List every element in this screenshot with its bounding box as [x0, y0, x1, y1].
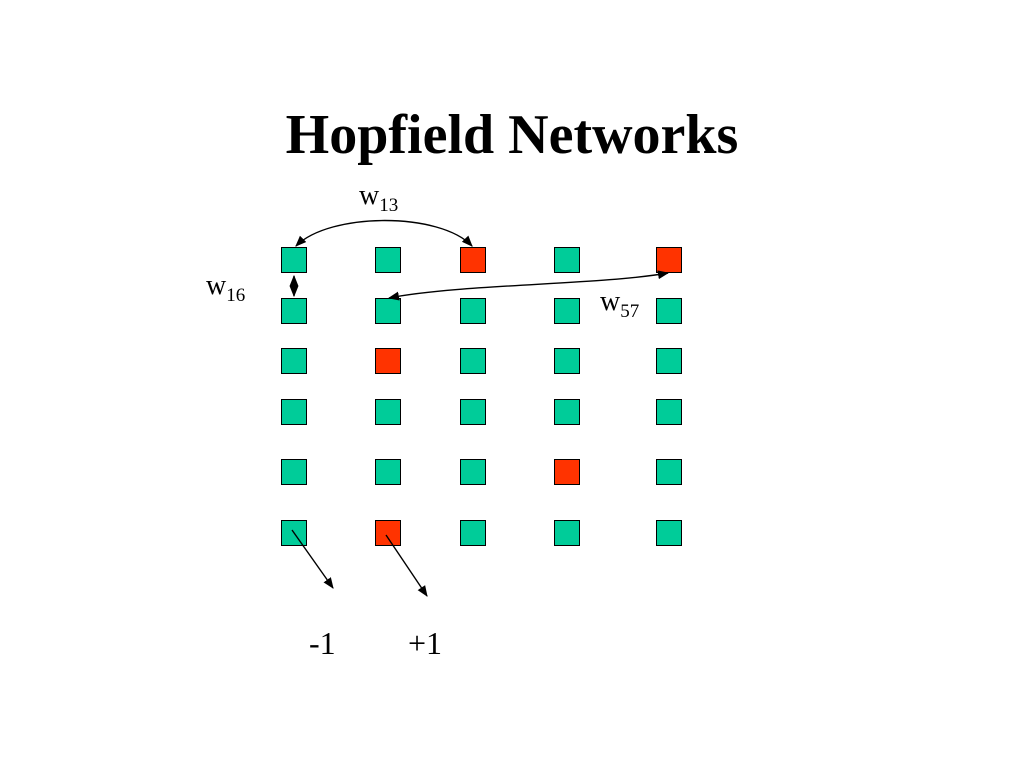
unit-10-off	[656, 298, 682, 324]
unit-14-off	[554, 348, 580, 374]
connection-w57-arrow	[387, 270, 670, 301]
unit-16-off	[281, 399, 307, 425]
unit-18-off	[460, 399, 486, 425]
unit-24-on	[554, 459, 580, 485]
unit-23-off	[460, 459, 486, 485]
unit-3-on	[460, 247, 486, 273]
legend-minus-one: -1	[309, 625, 336, 661]
weight-label-w13: w13	[359, 180, 399, 216]
unit-30-off	[656, 520, 682, 546]
unit-2-off	[375, 247, 401, 273]
unit-19-off	[554, 399, 580, 425]
legend-minus-pointer	[291, 529, 334, 589]
unit-5-on	[656, 247, 682, 273]
unit-17-off	[375, 399, 401, 425]
legend-plus-one: +1	[408, 625, 443, 661]
unit-13-off	[460, 348, 486, 374]
connection-w13-arrow	[295, 219, 473, 247]
unit-12-on	[375, 348, 401, 374]
unit-6-off	[281, 298, 307, 324]
unit-grid	[281, 247, 682, 546]
weight-label-w57: w57	[600, 286, 640, 322]
unit-4-off	[554, 247, 580, 273]
unit-8-off	[460, 298, 486, 324]
unit-28-off	[460, 520, 486, 546]
legend-plus-pointer	[385, 534, 428, 597]
unit-1-off	[281, 247, 307, 273]
unit-11-off	[281, 348, 307, 374]
unit-20-off	[656, 399, 682, 425]
unit-15-off	[656, 348, 682, 374]
unit-27-on	[375, 520, 401, 546]
unit-25-off	[656, 459, 682, 485]
unit-9-off	[554, 298, 580, 324]
unit-7-off	[375, 298, 401, 324]
page-title: Hopfield Networks	[285, 104, 739, 166]
unit-21-off	[281, 459, 307, 485]
weight-label-w16: w16	[206, 270, 246, 306]
unit-22-off	[375, 459, 401, 485]
unit-29-off	[554, 520, 580, 546]
